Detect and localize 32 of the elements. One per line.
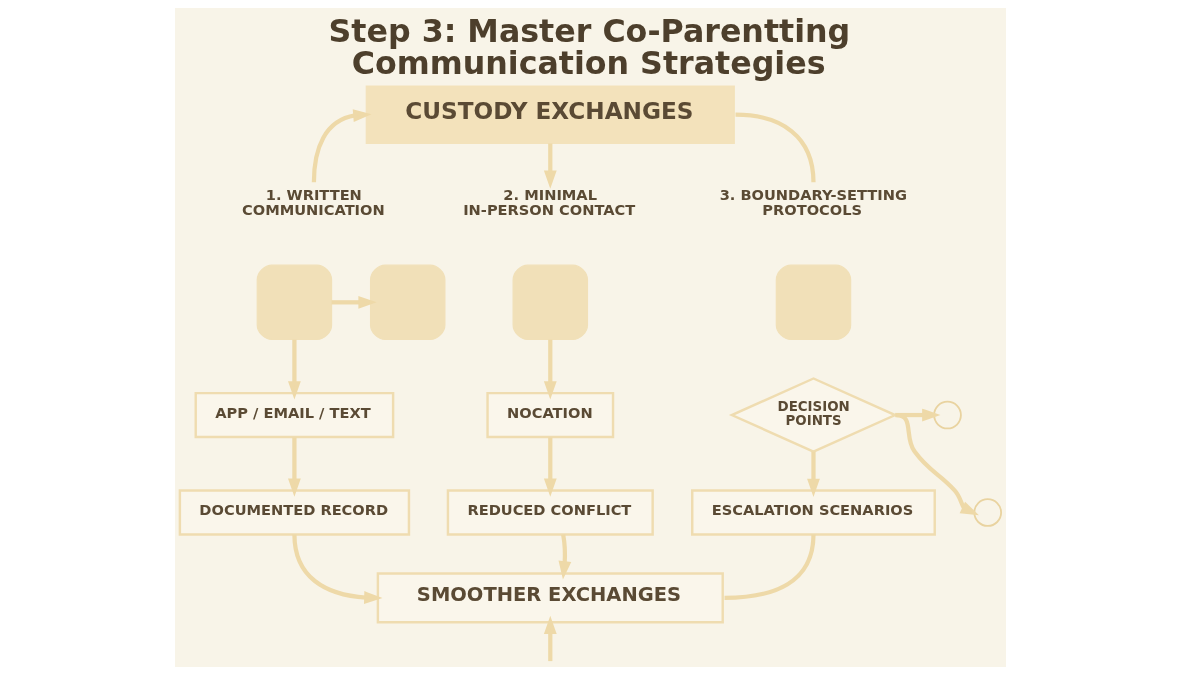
- arrow: [543, 615, 557, 662]
- arrow: [292, 534, 383, 604]
- node-box: CUSTODY EXCHANGES: [365, 85, 735, 144]
- arrow: [311, 109, 372, 183]
- arrow: [896, 412, 979, 516]
- arrow: [895, 408, 941, 422]
- node-box: [256, 264, 333, 341]
- node-text: 3. BOUNDARY-SETTING PROTOCOLS: [719, 186, 907, 218]
- node-box: NOCATION: [486, 391, 615, 439]
- connector: [735, 112, 816, 183]
- node-text: 2. MINIMAL IN-PERSON CONTACT: [463, 186, 636, 218]
- node-box: APP / EMAIL / TEXT: [194, 391, 395, 439]
- diagram-title: Step 3: Master Co-Parentting Communication Strategies: [328, 12, 851, 81]
- node-box: REDUCED CONFLICT: [446, 489, 654, 536]
- arrow: [543, 143, 557, 189]
- arrow: [288, 437, 301, 497]
- connector: [724, 534, 816, 600]
- arrow: [543, 339, 557, 400]
- node-box: [775, 264, 852, 341]
- arrow: [558, 534, 572, 580]
- node-box: DOCUMENTED RECORD: [178, 489, 411, 536]
- arrow: [331, 295, 377, 309]
- arrow: [807, 451, 820, 497]
- node-circle: [933, 400, 962, 430]
- node-box: [512, 264, 589, 341]
- node-box: SMOOTHER EXCHANGES: [376, 572, 724, 624]
- arrow: [543, 437, 557, 497]
- node-box: ESCALATION SCENARIOS: [691, 489, 936, 536]
- node-box: [369, 264, 446, 341]
- node-text: 1. WRITTEN COMMUNICATION: [242, 186, 385, 218]
- arrow: [288, 339, 301, 400]
- node-circle: [973, 498, 1003, 527]
